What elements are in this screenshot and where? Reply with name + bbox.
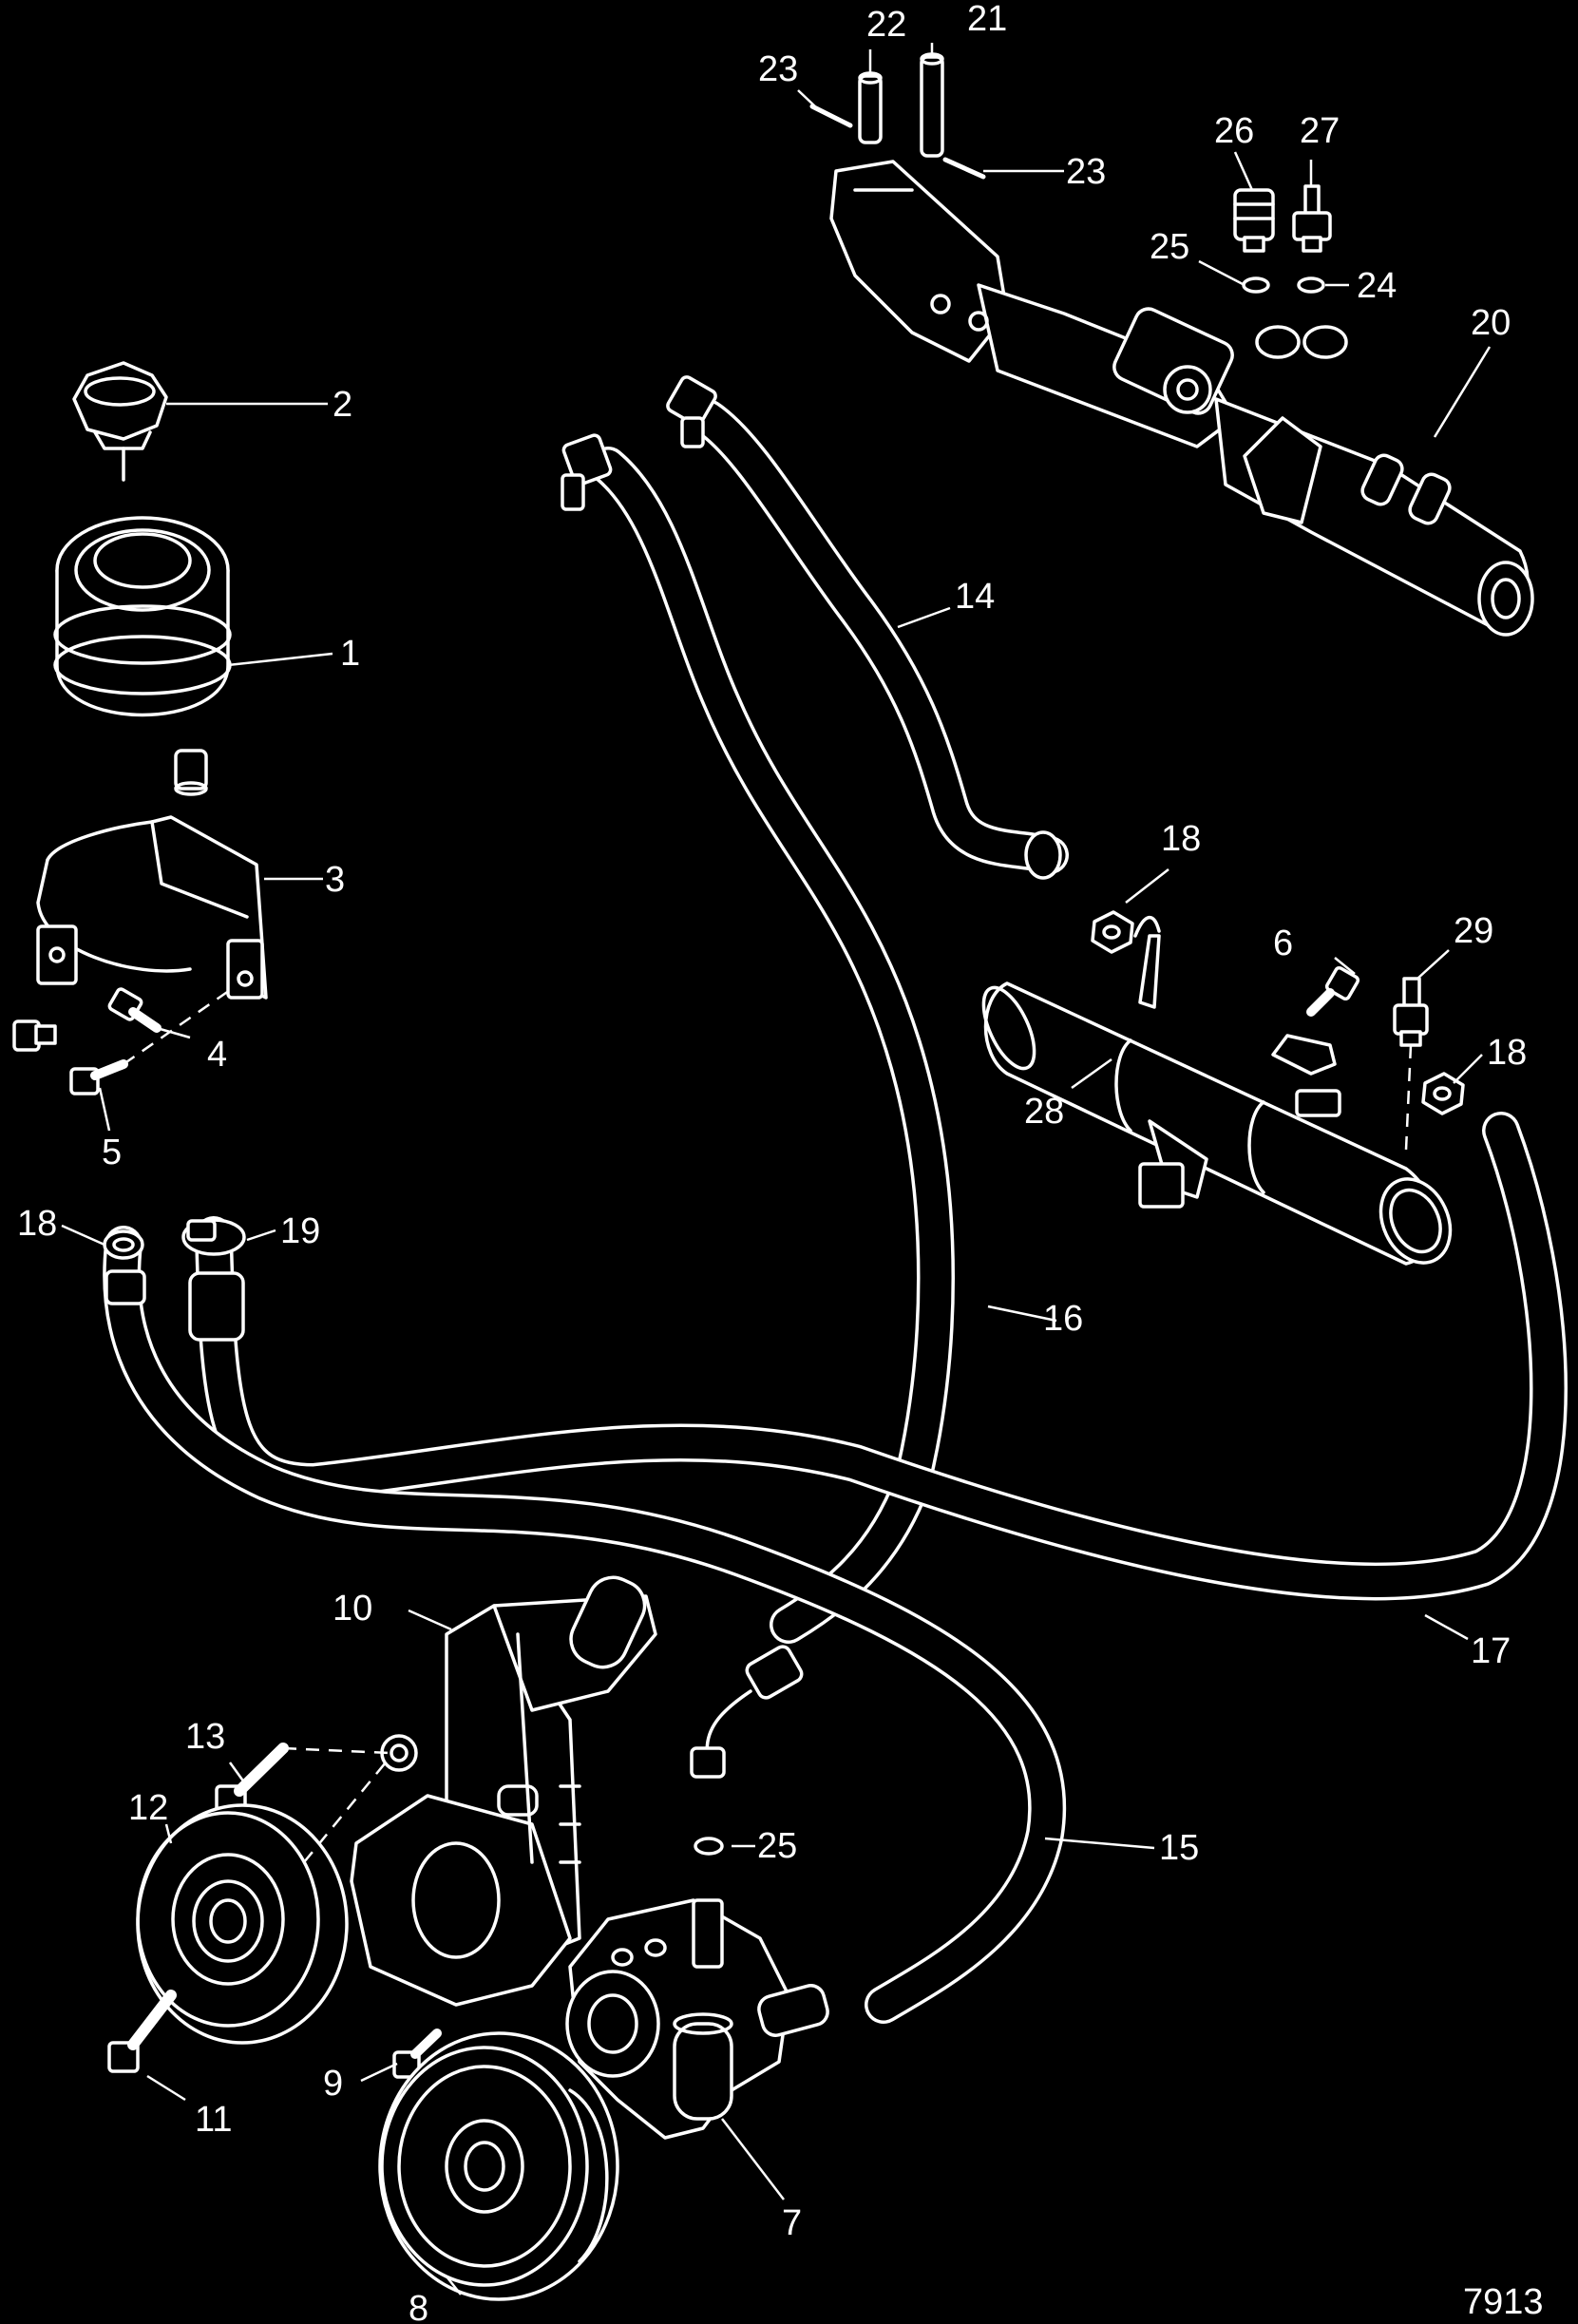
callout-9: 9 bbox=[323, 2064, 343, 2104]
callout-23-right: 23 bbox=[1066, 152, 1106, 192]
callout-11: 11 bbox=[195, 2100, 232, 2140]
reservoir-bracket bbox=[36, 815, 268, 1000]
callout-18-cooler-right: 18 bbox=[1487, 1033, 1527, 1073]
callout-19: 19 bbox=[280, 1211, 320, 1251]
washer-25-upper bbox=[1242, 276, 1270, 294]
hose-clamp-19 bbox=[181, 1218, 246, 1256]
hose-fitting-14 bbox=[666, 375, 717, 448]
callout-labels: 1 2 3 4 5 6 7 8 9 10 11 12 13 14 15 16 1… bbox=[17, 0, 1544, 2324]
callout-22: 22 bbox=[866, 5, 906, 45]
pin-21 bbox=[920, 52, 944, 158]
callout-6: 6 bbox=[1273, 924, 1293, 963]
callout-7: 7 bbox=[782, 2203, 802, 2243]
pin-22 bbox=[858, 71, 883, 144]
hose-clamp-18 bbox=[103, 1229, 144, 1260]
callout-20: 20 bbox=[1471, 303, 1511, 343]
callout-24: 24 bbox=[1357, 266, 1397, 306]
screw-bracket-upper bbox=[12, 1019, 57, 1052]
hose-fitting-16-lower bbox=[690, 1645, 804, 1779]
callout-1: 1 bbox=[340, 634, 360, 674]
callout-18-lower-left: 18 bbox=[17, 1204, 57, 1244]
hose-16 bbox=[589, 447, 955, 1644]
idler-pulley bbox=[136, 1757, 390, 2045]
callout-18-cooler-top: 18 bbox=[1161, 819, 1201, 859]
temperature-sender-29 bbox=[1393, 977, 1429, 1151]
leader-lines bbox=[61, 43, 1492, 2295]
screw-5 bbox=[69, 986, 234, 1095]
callout-14: 14 bbox=[955, 577, 995, 617]
hose-14 bbox=[689, 399, 1069, 874]
power-steering-pump bbox=[565, 1898, 829, 2140]
callout-21: 21 bbox=[967, 0, 1007, 39]
washer-25-pump bbox=[694, 1837, 724, 1856]
fitting-26 bbox=[1233, 188, 1275, 253]
steering-cylinder bbox=[829, 160, 1534, 637]
hose-15 bbox=[103, 1226, 1067, 2024]
nut-18-cooler-top bbox=[1091, 910, 1134, 954]
drive-pulley bbox=[378, 2031, 619, 2301]
callout-12: 12 bbox=[128, 1788, 168, 1828]
callout-26: 26 bbox=[1214, 111, 1254, 151]
hose-fitting-16 bbox=[561, 433, 613, 511]
callout-13: 13 bbox=[185, 1717, 225, 1757]
washer-24 bbox=[1297, 276, 1325, 294]
fitting-27 bbox=[1292, 184, 1332, 253]
figure-id: 7913 bbox=[1463, 2282, 1544, 2322]
bolt-11 bbox=[107, 1990, 177, 2073]
cotter-pin-23b bbox=[942, 157, 986, 180]
callout-10: 10 bbox=[333, 1589, 372, 1629]
fluid-reservoir bbox=[53, 516, 232, 796]
hose-end-clips bbox=[105, 830, 1062, 1342]
callout-27: 27 bbox=[1300, 111, 1340, 151]
oil-cooler bbox=[981, 915, 1453, 1266]
callout-29: 29 bbox=[1454, 911, 1493, 951]
callout-3: 3 bbox=[325, 860, 345, 900]
callout-28: 28 bbox=[1024, 1092, 1064, 1132]
callout-15: 15 bbox=[1159, 1828, 1199, 1868]
callout-25-pump: 25 bbox=[757, 1826, 797, 1866]
callout-8: 8 bbox=[409, 2289, 428, 2324]
screw-6 bbox=[1306, 965, 1360, 1017]
cotter-pin-23a bbox=[809, 104, 853, 128]
callout-23-left: 23 bbox=[758, 49, 798, 89]
reservoir-cap bbox=[72, 361, 168, 482]
nut-18-cooler-right bbox=[1421, 1072, 1465, 1115]
screw-4 bbox=[107, 987, 162, 1033]
pump-bracket bbox=[350, 1575, 657, 2007]
callout-4: 4 bbox=[207, 1035, 227, 1075]
callout-16: 16 bbox=[1043, 1299, 1083, 1339]
callout-5: 5 bbox=[102, 1133, 122, 1172]
callout-25-upper: 25 bbox=[1150, 227, 1189, 267]
callout-17: 17 bbox=[1471, 1631, 1511, 1671]
callout-2: 2 bbox=[333, 385, 352, 425]
